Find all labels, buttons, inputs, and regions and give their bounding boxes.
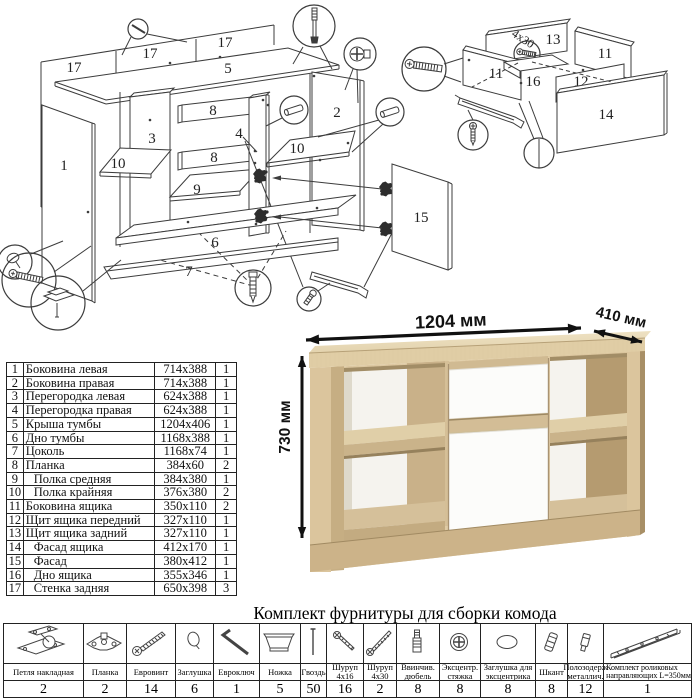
svg-text:17: 17	[218, 35, 234, 51]
svg-text:2: 2	[333, 105, 341, 121]
svg-text:6: 6	[211, 235, 219, 251]
svg-text:11: 11	[598, 46, 612, 62]
svg-text:3: 3	[148, 131, 156, 147]
svg-text:1204 мм: 1204 мм	[414, 309, 486, 332]
svg-text:730 мм: 730 мм	[277, 400, 294, 453]
svg-text:15: 15	[414, 210, 429, 226]
svg-text:10: 10	[111, 156, 126, 172]
svg-text:14: 14	[599, 107, 615, 123]
svg-text:1: 1	[60, 158, 68, 174]
svg-text:13: 13	[546, 32, 561, 48]
svg-text:8: 8	[210, 150, 218, 166]
svg-text:10: 10	[290, 141, 305, 157]
svg-text:410 мм: 410 мм	[594, 304, 648, 332]
svg-text:16: 16	[526, 74, 542, 90]
svg-text:17: 17	[143, 46, 159, 62]
svg-text:9: 9	[193, 182, 201, 198]
svg-text:8: 8	[209, 103, 217, 119]
svg-text:7: 7	[185, 264, 193, 280]
svg-text:4: 4	[235, 126, 243, 142]
svg-text:5: 5	[224, 61, 232, 77]
svg-text:17: 17	[67, 60, 83, 76]
